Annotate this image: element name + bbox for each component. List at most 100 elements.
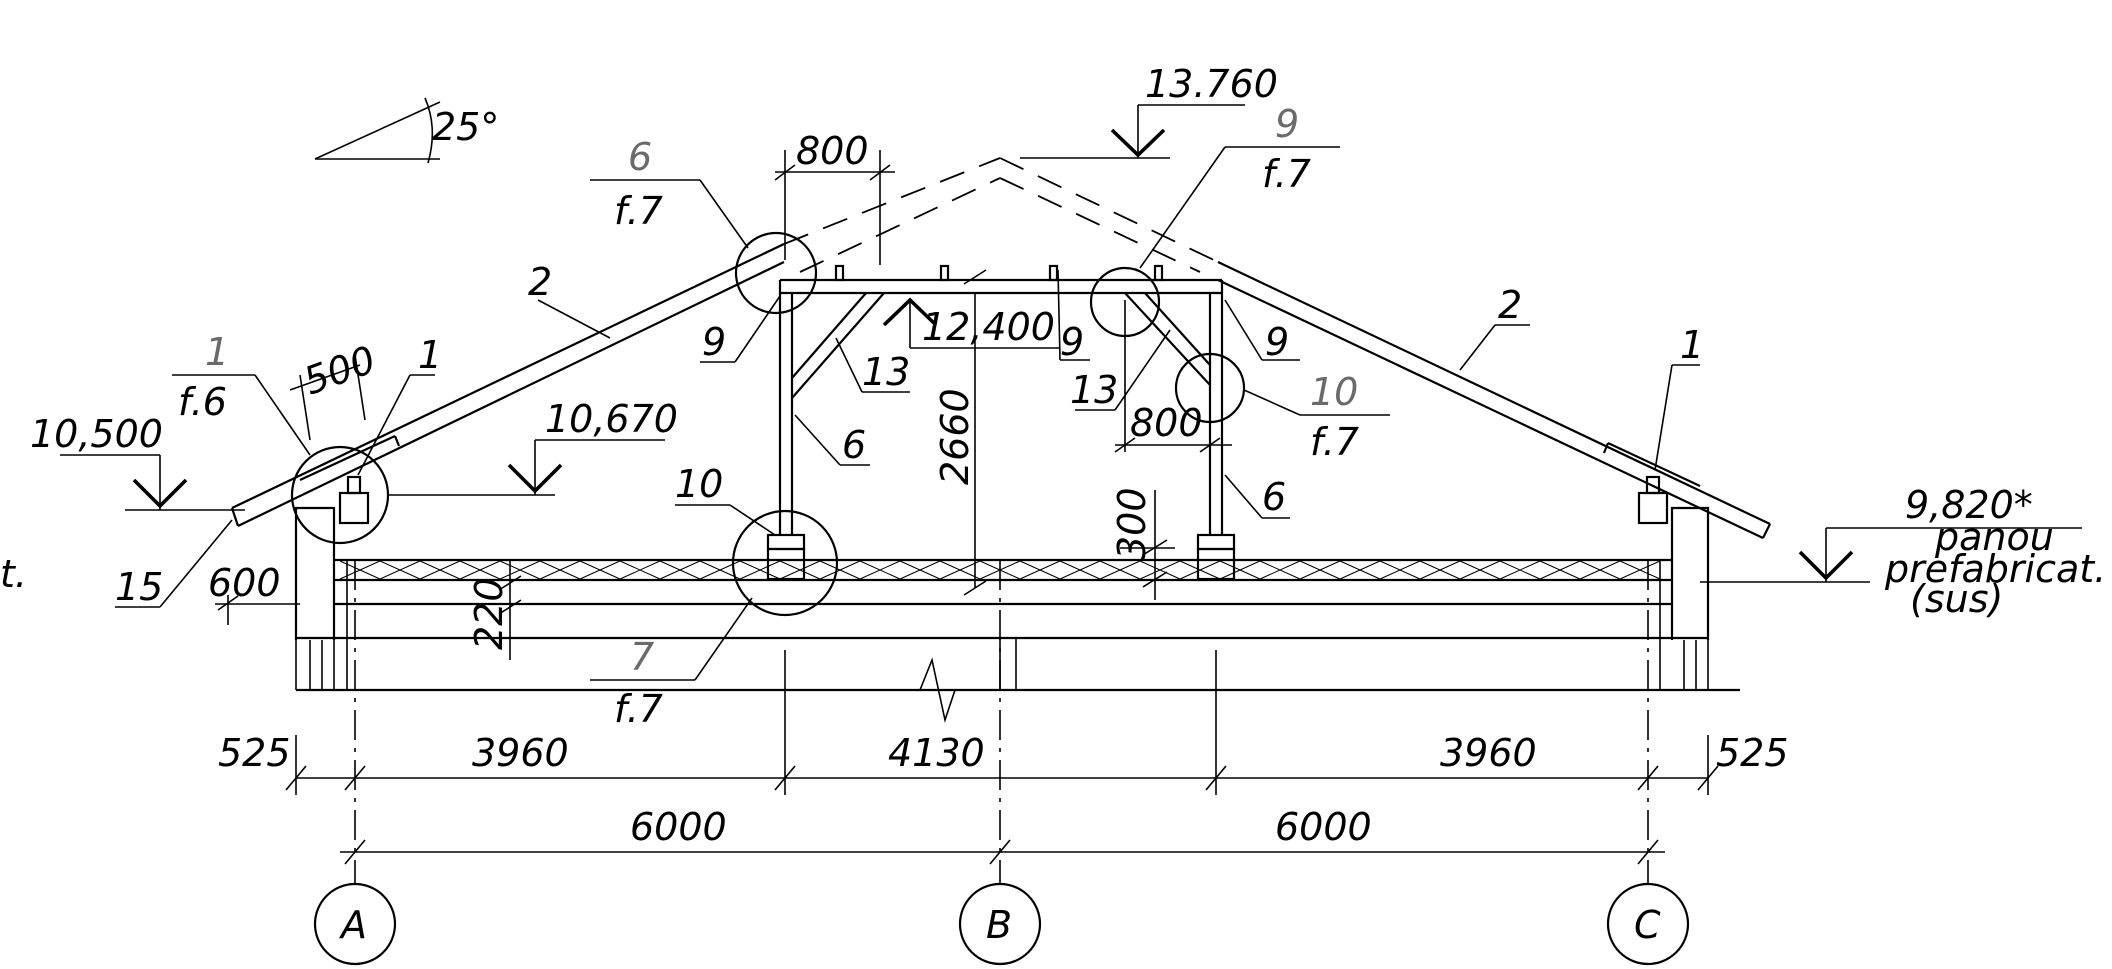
plate-right: [1637, 475, 1669, 525]
dim-220-text: 220: [467, 577, 511, 650]
insulation-cross: [499, 560, 541, 580]
label-9-right: 9: [1265, 320, 1289, 364]
callout-6: 6 f.7: [590, 135, 749, 249]
label-10-left: 10: [675, 462, 723, 506]
callout-9-num: 9: [1275, 102, 1299, 146]
axis-bubble-c: C: [1606, 882, 1690, 966]
dim-post-300: 300: [1110, 487, 1175, 600]
insulation-cross: [859, 560, 901, 580]
label-strut-right: 13: [1070, 329, 1171, 412]
label-15: 15: [115, 565, 163, 609]
label-1-right: 1: [1680, 323, 1704, 367]
label-13-left: 13: [862, 350, 910, 394]
dim-slab-220: 220: [467, 560, 522, 660]
axis-label-a: A: [338, 903, 367, 947]
insulation-hatch: [339, 560, 1661, 580]
rafter-right: [1217, 261, 1771, 539]
post-left: [778, 280, 794, 535]
label-9-left: 9: [702, 320, 726, 364]
insulation-cross: [1019, 560, 1061, 580]
label-fascia: 15: [115, 519, 233, 609]
insulation-cross: [1219, 560, 1261, 580]
insulation-cross: [619, 560, 661, 580]
plate-left: [338, 475, 370, 525]
label-rafter-right: 2: [1459, 283, 1530, 371]
dim-525-left: 525: [218, 731, 291, 775]
elev-right-note-1: panou: [1934, 515, 2054, 559]
sill-right: [1196, 533, 1236, 581]
elev-peak-text: 13.760: [1145, 62, 1278, 106]
label-rafter-left: 2: [528, 260, 611, 339]
label-2-right: 2: [1498, 283, 1522, 327]
insulation-cross: [1339, 560, 1381, 580]
dim-6000-left: 6000: [630, 805, 727, 849]
insulation-cross: [1579, 560, 1621, 580]
axis-bubble-a: A: [313, 882, 397, 966]
strut-right: [1124, 292, 1211, 386]
callout-1: 1 f.6: [172, 330, 311, 456]
label-9-mid: 9: [1060, 320, 1084, 364]
elev-mid-text: 12,400: [922, 305, 1055, 349]
dim-800-top-text: 800: [796, 129, 869, 173]
dim-row-2: 6000 6000: [340, 805, 1665, 865]
label-6-left: 6: [842, 423, 866, 467]
insulation-cross: [419, 560, 461, 580]
strut-left: [791, 292, 885, 399]
grid-axis-lines: [354, 560, 1649, 885]
insulation-cross: [459, 560, 501, 580]
elev-peak: 13.760: [1020, 62, 1278, 159]
elev-right-note-3: (sus): [1910, 577, 2003, 621]
label-sill-left: 10: [675, 462, 776, 536]
insulation-cross: [819, 560, 861, 580]
post-right: [1208, 280, 1224, 535]
detail-circle-7: [731, 509, 839, 617]
callout-7: 7 f.7: [590, 597, 753, 731]
break-line: [919, 657, 956, 724]
detail-circle-6: [734, 231, 818, 315]
dim-525-right: 525: [1716, 731, 1789, 775]
left-cut-text: t.: [0, 552, 27, 596]
dim-3960-left: 3960: [472, 731, 569, 775]
insulation-cross: [1419, 560, 1461, 580]
insulation-cross: [1139, 560, 1181, 580]
floor-slab: [296, 558, 1740, 692]
callout-10: 10 f.7: [1243, 370, 1390, 464]
callout-10-num: 10: [1310, 370, 1358, 414]
dim-top-800: 800: [774, 129, 895, 265]
dim-row-1: 525 3960 4130 3960 525: [218, 650, 1789, 795]
insulation-cross: [899, 560, 941, 580]
axis-bubble-b: B: [958, 882, 1042, 966]
elev-top-plate: 10,670: [388, 397, 678, 496]
callout-1-num: 1: [205, 330, 229, 374]
label-tie-mid: 9: [1057, 269, 1090, 364]
dim-600-text: 600: [208, 561, 281, 605]
dim-height-2660: 2660: [933, 269, 987, 596]
elev-eave-left: 10,500: [30, 412, 245, 511]
collar-tie: [780, 264, 1222, 295]
wall-right: [1659, 506, 1710, 690]
label-tie-right: 9: [1224, 299, 1300, 364]
dim-rafter-500: 500: [289, 337, 381, 441]
elev-mid: 12,400: [882, 297, 1060, 349]
callout-7-num: 7: [630, 635, 654, 679]
callout-6-num: 6: [628, 135, 652, 179]
insulation-cross: [779, 560, 821, 580]
label-strut-left: 13: [835, 337, 910, 394]
insulation-cross: [339, 560, 381, 580]
insulation-cross: [1459, 560, 1501, 580]
label-post-right: 6: [1224, 474, 1290, 519]
slope-indicator: 25°: [314, 97, 499, 164]
insulation-cross: [1619, 560, 1661, 580]
elev-right: 9,820* panou prefabricat. (sus): [1700, 483, 2106, 621]
dim-300-text: 300: [1110, 487, 1154, 560]
label-13-right: 13: [1070, 368, 1118, 412]
dim-4130: 4130: [888, 731, 985, 775]
insulation-cross: [1299, 560, 1341, 580]
insulation-cross: [659, 560, 701, 580]
detail-circle-10: [1174, 352, 1246, 424]
insulation-cross: [539, 560, 581, 580]
slope-angle: 25°: [432, 105, 499, 149]
dim-2660-text: 2660: [933, 388, 977, 485]
insulation-cross: [1179, 560, 1221, 580]
